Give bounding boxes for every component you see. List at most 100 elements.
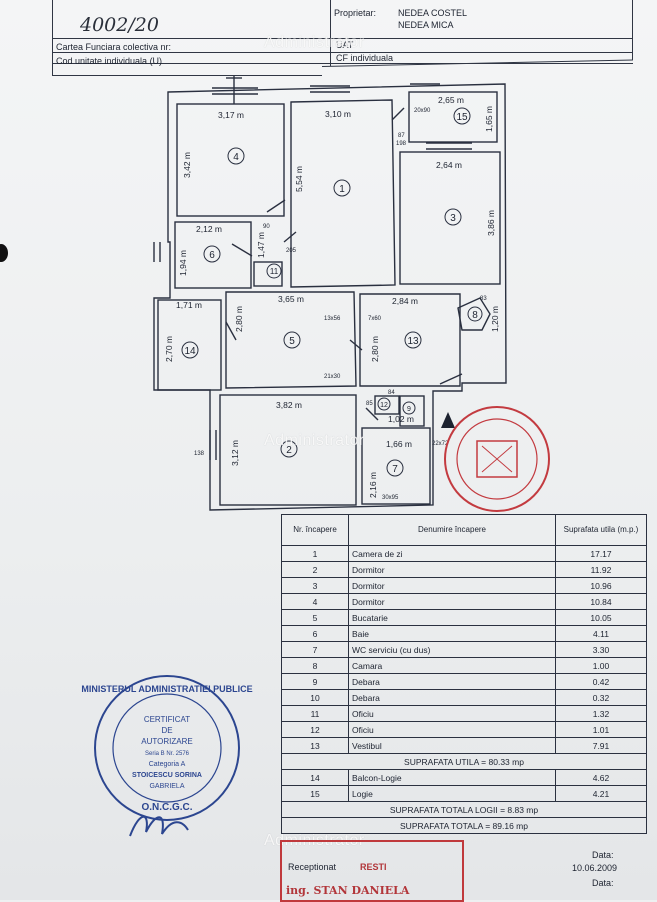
- stamp-line3: AUTORIZARE: [141, 737, 192, 746]
- stamp-line2: DE: [161, 726, 172, 735]
- dim-554: 5,54 m: [294, 166, 304, 192]
- door-138: 138: [194, 451, 205, 457]
- col-name: Denumire încapere: [348, 514, 556, 546]
- dim-317: 3,17 m: [218, 110, 244, 120]
- stamp-ring-bottom: O.N.C.G.C.: [141, 802, 192, 813]
- dim-165: 1,65 m: [484, 106, 494, 132]
- door-22x72: 22x72: [432, 441, 449, 447]
- suprafata-utila-row: SUPRAFATA UTILA = 80.33 mp: [281, 753, 647, 770]
- room-9-label: 9: [407, 406, 411, 413]
- dim-312: 3,12 m: [230, 440, 240, 466]
- dim-280a: 2,80 m: [234, 306, 244, 332]
- door-21x30: 21x30: [324, 374, 341, 380]
- door-87: 87: [398, 133, 405, 139]
- receptionat-place: RESTI: [360, 862, 387, 872]
- dim-284: 2,84 m: [392, 296, 418, 306]
- dim-365: 3,65 m: [278, 294, 304, 304]
- room-6-label: 6: [209, 250, 215, 261]
- dim-270: 2,70 m: [164, 336, 174, 362]
- door-7x60: 7x60: [368, 316, 382, 322]
- stamp-line6: STOICESCU SORINA: [132, 772, 202, 779]
- dim-147: 1,47 m: [256, 232, 266, 258]
- room-4-label: 4: [233, 152, 239, 163]
- north-arrow-icon: [441, 412, 455, 428]
- room-15-label: 15: [456, 112, 468, 123]
- col-area: Suprafata utila (m.p.): [555, 514, 647, 546]
- cf-colectiva-label: Cartea Funciara colectiva nr:: [56, 42, 172, 52]
- room-5-label: 5: [289, 336, 295, 347]
- door-13x56: 13x56: [324, 316, 341, 322]
- room-3-label: 3: [450, 213, 456, 224]
- dim-212: 2,12 m: [196, 224, 222, 234]
- receptionat-label: Receptionat: [288, 862, 337, 872]
- room-11-label: 11: [270, 267, 279, 276]
- col-nr: Nr. încapere: [281, 514, 349, 546]
- door-90: 90: [263, 224, 270, 230]
- dim-264a: 2,64 m: [436, 160, 462, 170]
- watermark-top: Administrator: [264, 34, 365, 51]
- total-logii-row: SUPRAFATA TOTALA LOGII = 8.83 mp: [281, 801, 647, 818]
- cadastral-header: 4002/20 Proprietar: NEDEA COSTEL NEDEA M…: [52, 0, 634, 76]
- red-seal-icon: [444, 406, 550, 512]
- binder-hole: [0, 244, 8, 262]
- date-value: 10.06.2009: [572, 863, 618, 873]
- dim-216: 2,16 m: [368, 472, 378, 498]
- cf-individuala-label: CF individuala: [336, 53, 394, 63]
- door-85: 85: [366, 401, 373, 407]
- footer-block: Receptionat RESTI ing. STAN DANIELA Data…: [276, 826, 647, 902]
- door-83: 83: [480, 296, 487, 302]
- room-2-label: 2: [286, 445, 292, 456]
- owner-1: NEDEA COSTEL: [398, 8, 468, 18]
- date-label: Data:: [592, 850, 614, 860]
- signature-icon: [129, 815, 189, 837]
- owner-label: Proprietar:: [334, 8, 377, 18]
- engineer-name: ing. STAN DANIELA: [286, 884, 410, 897]
- door-205: 205: [286, 248, 297, 254]
- dim-166: 1,66 m: [386, 439, 412, 449]
- dim-342: 3,42 m: [182, 152, 192, 178]
- stamp-line7: GABRIELA: [149, 783, 184, 790]
- dim-310: 3,10 m: [325, 109, 351, 119]
- watermark-middle: Administrator: [264, 432, 365, 449]
- room-14-label: 14: [184, 346, 196, 357]
- window-20x90: 20x90: [414, 108, 431, 114]
- door-84: 84: [388, 390, 395, 396]
- owner-2: NEDEA MICA: [398, 20, 454, 30]
- dim-120: 1,20 m: [490, 306, 500, 332]
- room-7-label: 7: [392, 464, 398, 475]
- room-1-label: 1: [339, 184, 345, 195]
- dim-265: 2,65 m: [438, 95, 464, 105]
- doc-number: 4002/20: [80, 14, 159, 36]
- dim-382: 3,82 m: [276, 400, 302, 410]
- door-30x95: 30x95: [382, 495, 399, 501]
- dim-171: 1,71 m: [176, 300, 202, 310]
- room-8-label: 8: [472, 310, 478, 321]
- dim-194: 1,94 m: [178, 250, 188, 276]
- dim-280b: 2,80 m: [370, 336, 380, 362]
- date-label-2: Data:: [592, 878, 614, 888]
- stamp-line4: Seria B Nr. 2576: [145, 751, 190, 757]
- areas-table: Nr. încapere Denumire încapere Suprafata…: [281, 514, 647, 834]
- cod-unitate-label: Cod unitate individuala (U): [56, 56, 163, 66]
- room-13-label: 13: [407, 336, 419, 347]
- stamp-line1: CERTIFICAT: [144, 715, 190, 724]
- stamp-ring-top: MINISTERUL ADMINISTRATIEI PUBLICE: [81, 684, 252, 694]
- stamp-line5: Categoria A: [149, 761, 186, 768]
- dim-386: 3,86 m: [486, 210, 496, 236]
- dim-102: 1,02 m: [388, 414, 414, 424]
- door-198: 198: [396, 141, 407, 147]
